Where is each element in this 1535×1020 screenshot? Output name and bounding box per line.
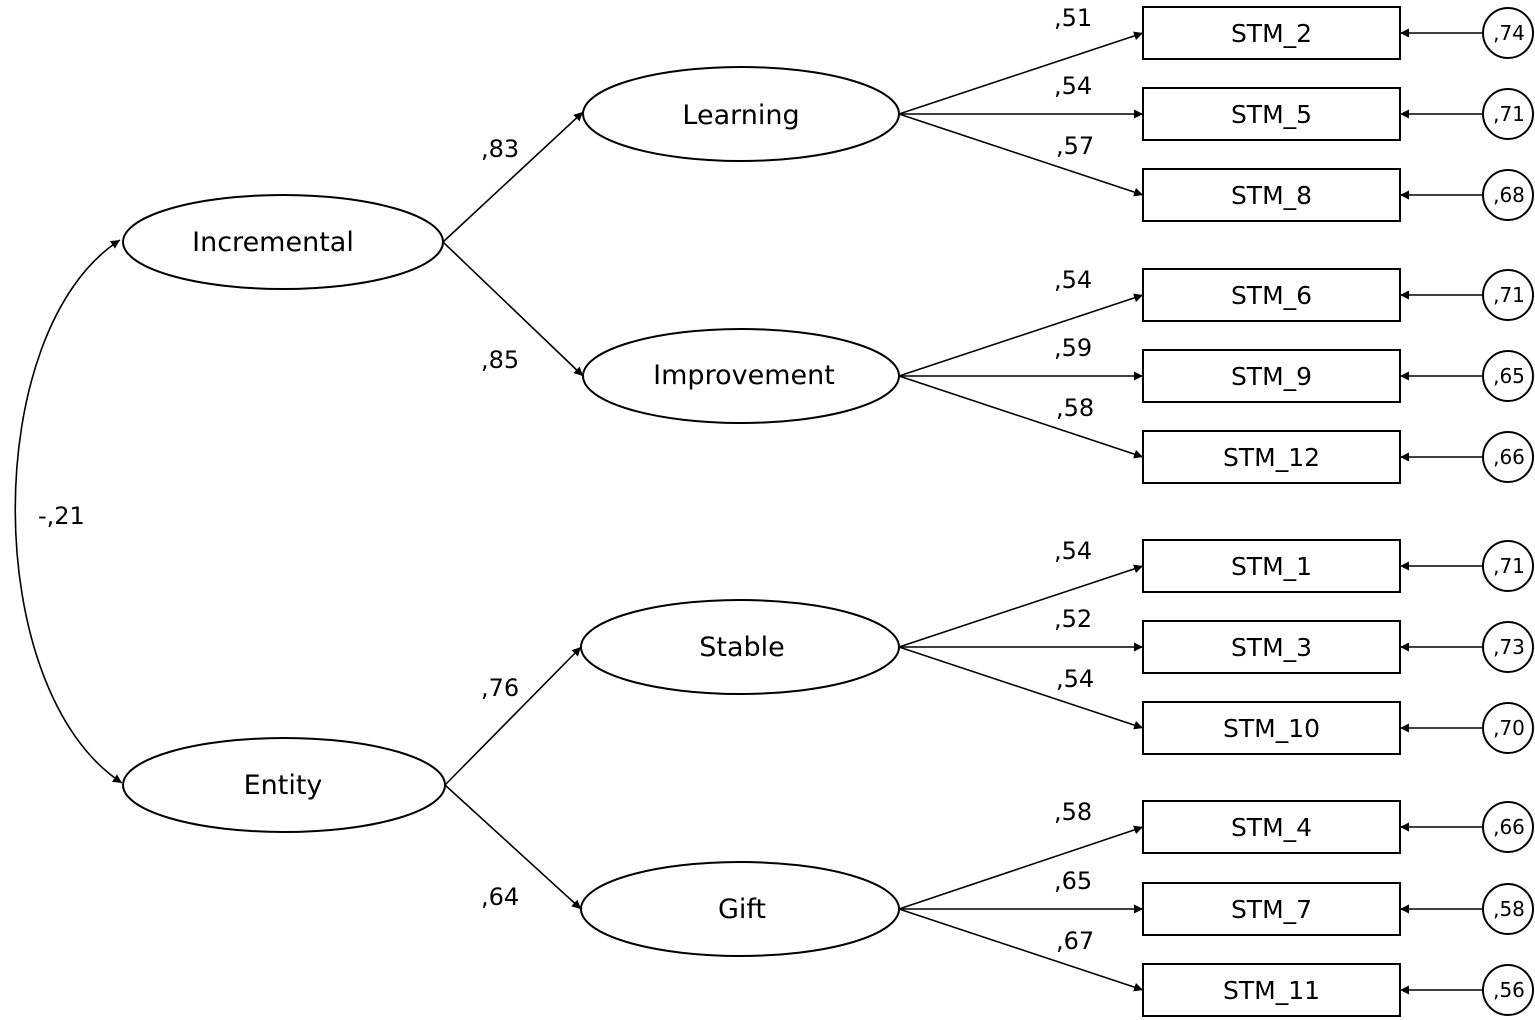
error-value: ,58 [1493, 897, 1525, 921]
indicator-label: STM_2 [1231, 19, 1312, 48]
latent-stable: Stable [580, 599, 900, 695]
svg-text:Entity: Entity [244, 770, 323, 801]
loading-entity-stable: ,76 [481, 674, 519, 702]
latent-entity: Entity [122, 737, 446, 833]
loading-label-stm-12: ,58 [1056, 394, 1094, 422]
loading-label-stm-2: ,51 [1054, 4, 1092, 32]
error-term-stm-7: ,58 [1482, 883, 1534, 935]
indicator-stm-10: STM_10 [1142, 701, 1401, 755]
error-term-stm-8: ,68 [1482, 169, 1534, 221]
indicator-label: STM_1 [1231, 552, 1312, 581]
error-value: ,65 [1493, 364, 1525, 388]
svg-text:Gift: Gift [718, 894, 766, 925]
indicator-layer: ,51STM_2,74,54STM_5,71,57STM_8,68,54STM_… [898, 4, 1534, 1017]
indicator-stm-12: STM_12 [1142, 430, 1401, 484]
indicator-stm-11: STM_11 [1142, 963, 1401, 1017]
error-term-stm-4: ,66 [1482, 801, 1534, 853]
loading-incremental-improvement: ,85 [481, 346, 519, 374]
indicator-stm-2: STM_2 [1142, 6, 1401, 60]
error-term-stm-9: ,65 [1482, 350, 1534, 402]
error-term-stm-6: ,71 [1482, 269, 1534, 321]
arrow-incremental-learning [442, 111, 584, 243]
loading-arrow-stm-1 [898, 564, 1144, 648]
indicator-label: STM_8 [1231, 181, 1312, 210]
indicator-label: STM_12 [1223, 443, 1320, 472]
loading-arrow-stm-8 [898, 113, 1144, 197]
indicator-stm-4: STM_4 [1142, 800, 1401, 854]
error-value: ,71 [1493, 102, 1525, 126]
error-term-stm-12: ,66 [1482, 431, 1534, 483]
loading-label-stm-9: ,59 [1054, 334, 1092, 362]
svg-text:Learning: Learning [682, 100, 799, 131]
arrow-entity-stable [444, 646, 582, 786]
loading-label-stm-8: ,57 [1056, 132, 1094, 160]
loading-arrow-stm-10 [898, 646, 1144, 730]
error-value: ,73 [1493, 635, 1525, 659]
error-term-stm-3: ,73 [1482, 621, 1534, 673]
indicator-stm-1: STM_1 [1142, 539, 1401, 593]
svg-text:Improvement: Improvement [653, 360, 835, 391]
loading-label-stm-7: ,65 [1054, 867, 1092, 895]
latent-gift: Gift [580, 861, 900, 957]
indicator-label: STM_11 [1223, 976, 1320, 1005]
loading-label-stm-6: ,54 [1054, 266, 1092, 294]
indicator-label: STM_6 [1231, 281, 1312, 310]
loading-label-stm-3: ,52 [1054, 605, 1092, 633]
indicator-label: STM_3 [1231, 633, 1312, 662]
arrow-incremental-improvement [442, 241, 584, 377]
loading-arrow-stm-12 [898, 375, 1144, 459]
loading-label-stm-1: ,54 [1054, 537, 1092, 565]
loading-arrow-stm-11 [898, 908, 1144, 992]
error-value: ,74 [1493, 21, 1525, 45]
indicator-stm-3: STM_3 [1142, 620, 1401, 674]
arrow-entity-gift [444, 784, 582, 910]
latent-learning: Learning [582, 66, 900, 162]
error-value: ,66 [1493, 815, 1525, 839]
correlation-label: -,21 [38, 502, 85, 530]
loading-label-stm-11: ,67 [1056, 927, 1094, 955]
indicator-label: STM_10 [1223, 714, 1320, 743]
error-term-stm-5: ,71 [1482, 88, 1534, 140]
error-value: ,71 [1493, 283, 1525, 307]
indicator-stm-8: STM_8 [1142, 168, 1401, 222]
loading-arrow-stm-2 [898, 31, 1144, 115]
error-value: ,68 [1493, 183, 1525, 207]
latent-incremental: Incremental [122, 194, 444, 290]
error-value: ,56 [1493, 978, 1525, 1002]
indicator-label: STM_7 [1231, 895, 1312, 924]
error-term-stm-11: ,56 [1482, 964, 1534, 1016]
error-value: ,66 [1493, 445, 1525, 469]
loading-label-stm-5: ,54 [1054, 72, 1092, 100]
svg-text:Incremental: Incremental [192, 227, 354, 258]
loading-arrow-stm-4 [898, 825, 1144, 910]
indicator-stm-9: STM_9 [1142, 349, 1401, 403]
latent-improvement: Improvement [582, 328, 900, 424]
indicator-stm-6: STM_6 [1142, 268, 1401, 322]
loading-arrow-stm-6 [898, 293, 1144, 377]
error-term-stm-2: ,74 [1482, 7, 1534, 59]
loading-label-stm-10: ,54 [1056, 665, 1094, 693]
error-value: ,71 [1493, 554, 1525, 578]
indicator-label: STM_9 [1231, 362, 1312, 391]
error-term-stm-10: ,70 [1482, 702, 1534, 754]
indicator-label: STM_4 [1231, 813, 1312, 842]
error-term-stm-1: ,71 [1482, 540, 1534, 592]
error-value: ,70 [1493, 716, 1525, 740]
indicator-stm-5: STM_5 [1142, 87, 1401, 141]
loading-entity-gift: ,64 [481, 883, 519, 911]
indicator-label: STM_5 [1231, 100, 1312, 129]
indicator-stm-7: STM_7 [1142, 882, 1401, 936]
correlation-curve [14, 239, 123, 784]
loading-incremental-learning: ,83 [481, 135, 519, 163]
svg-text:Stable: Stable [699, 632, 785, 663]
loading-label-stm-4: ,58 [1054, 798, 1092, 826]
